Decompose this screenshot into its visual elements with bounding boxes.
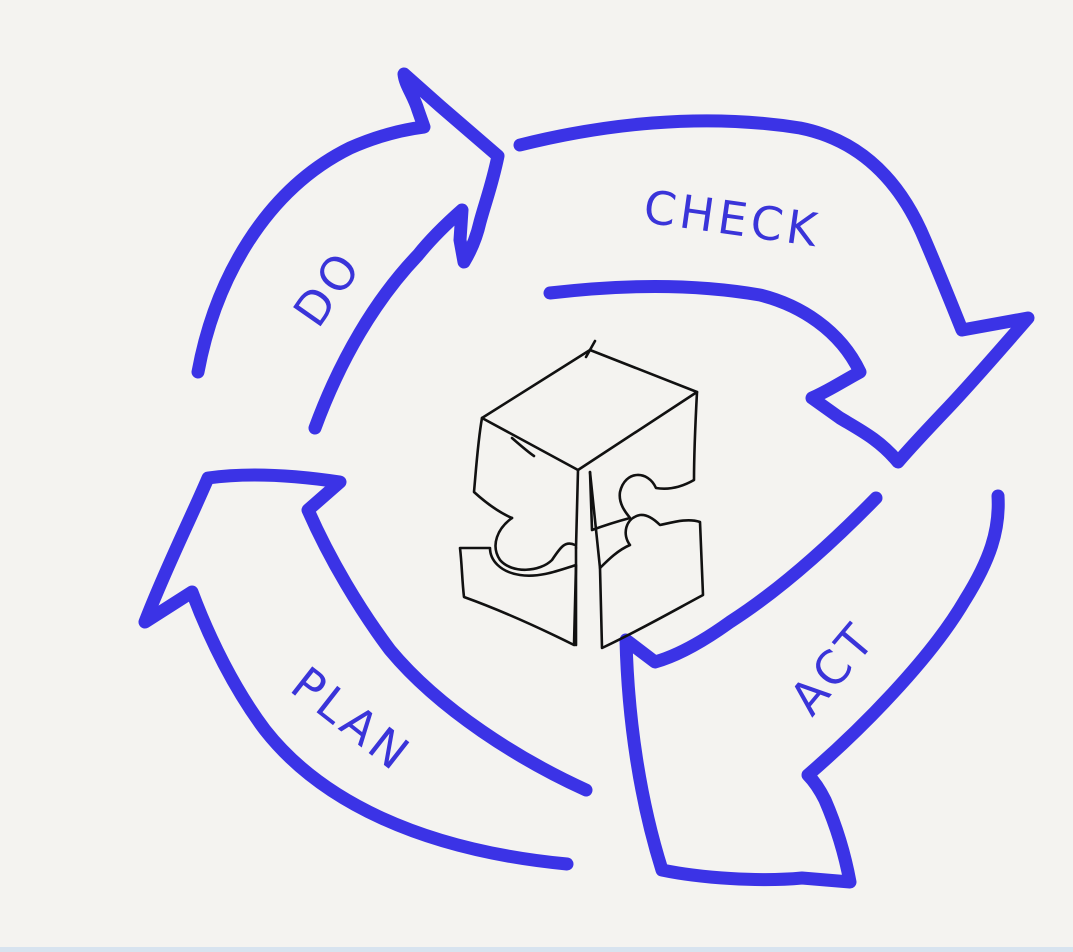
bottom-edge-strip <box>0 947 1073 952</box>
act-arrow <box>619 489 1005 889</box>
do-arrow <box>191 67 505 435</box>
puzzle-cube-icon <box>458 339 705 650</box>
plan-arrow <box>138 468 593 871</box>
check-label: CHECK <box>640 179 824 257</box>
check-arrow <box>513 114 1035 469</box>
